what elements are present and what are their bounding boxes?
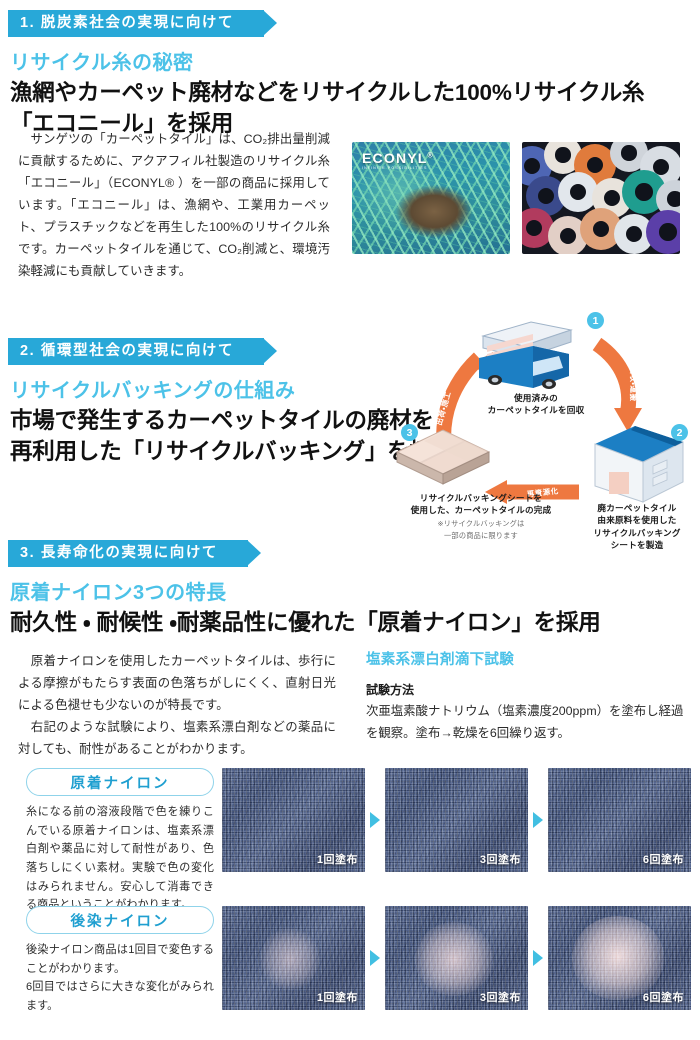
factory-icon (594, 426, 684, 503)
cycle-step-2-caption-line3: リサイクルバッキング (593, 527, 681, 538)
cycle-step-3-caption-line2: 使用した、カーペットタイルの完成 (410, 505, 552, 516)
carpet-sample: 6回塗布 (548, 768, 691, 872)
section-1-ribbon: 1. 脱炭素社会の実現に向けて (8, 10, 278, 38)
cycle-step-3-badge: 3 (401, 424, 418, 441)
cycle-step-1-badge: 1 (587, 312, 604, 329)
carpet-tiles-icon (395, 429, 491, 485)
svg-text:再資源化: 再資源化 (526, 486, 559, 498)
chevron-right-icon (370, 950, 380, 966)
piece-dyed-sample-group: 1回塗布 3回塗布 6回塗布 (222, 906, 691, 1010)
section-1-headline-line1: 漁網やカーペット廃材などをリサイクルした100%リサイクル糸 (10, 80, 645, 106)
cycle-step-2-caption-line2: 由来原料を使用した (597, 515, 677, 526)
section-3: 3. 長寿命化の実現に向けて 原着ナイロン3つの特長 耐久性 ・ 耐候性 ・耐薬… (8, 540, 692, 640)
bleach-test-method-label: 試験方法 (366, 683, 415, 697)
yarn-spools-photo (522, 142, 680, 254)
section-2-subheading: リサイクルバッキングの仕組み (10, 380, 296, 403)
section-2: 2. 循環型社会の実現に向けて リサイクルバッキングの仕組み 市場で発生するカー… (8, 338, 692, 469)
cycle-step-3-note-line1: ※リサイクルバッキングは (437, 518, 525, 528)
carpet-sample: 3回塗布 (385, 768, 528, 872)
section-3-ribbon: 3. 長寿命化の実現に向けて (8, 540, 262, 568)
svg-text:回収・運搬: 回収・運搬 (629, 366, 638, 401)
bleach-test-panel: 塩素系漂白剤滴下試験 試験方法 次亜塩素酸ナトリウム（塩素濃度200ppm）を塗… (366, 648, 688, 744)
carpet-sample: 1回塗布 (222, 906, 365, 1010)
cycle-step-2-caption-line1: 廃カーペットタイル (597, 503, 677, 513)
section-3-body-paragraph-2: 右記のような試験により、塩素系漂白剤などの薬品に対しても、耐性があることがわかり… (18, 720, 336, 757)
spool-icon (558, 172, 598, 212)
truck-icon (479, 321, 573, 389)
section-1-headline-line2: 「エコニール」を採用 (10, 110, 234, 136)
carpet-sample-label: 6回塗布 (642, 854, 684, 866)
cycle-step-1-caption-line2: カーペットタイルを回収 (487, 405, 585, 416)
econyl-wordmark: ECONYL (362, 150, 428, 166)
cycle-arrows-graphic: 回収・運搬 再資源化 出荷・施工 (395, 321, 684, 504)
cycle-step-2-badge: 2 (671, 424, 688, 441)
section-2-headline-line1: 市場で発生するカーペットタイルの廃材を (10, 408, 434, 434)
section-3-subheading: 原着ナイロン3つの特長 (10, 582, 227, 605)
cycle-step-2-caption-line4: シートを製造 (610, 540, 664, 551)
spool-icon (646, 210, 680, 254)
carpet-sample: 6回塗布 (548, 906, 691, 1010)
section-2-headline-line2: 再利用した「リサイクルバッキング」を採用 (10, 438, 455, 464)
carpet-sample: 1回塗布 (222, 768, 365, 872)
section-1-body: サンゲツの「カーペットタイル」は、CO₂排出量削減に貢献するために、アクアフィル… (18, 132, 330, 279)
bleach-stain (572, 916, 664, 1000)
econyl-turtle-photo: ECONYL® INFINITE POSSIBILITIES (352, 142, 510, 254)
econyl-tagline: INFINITE POSSIBILITIES (362, 166, 428, 170)
comparison-row-solution-dyed-text: 原着ナイロン 糸になる前の溶液段階で色を練りこんでいる原着ナイロンは、塩素系漂白… (8, 768, 220, 915)
section-1: 1. 脱炭素社会の実現に向けて リサイクル糸の秘密 漁網やカーペット廃材などをリ… (8, 10, 692, 141)
bleach-stain (260, 928, 320, 990)
carpet-sample-label: 1回塗布 (316, 854, 358, 866)
section-3-body: 原着ナイロンを使用したカーペットタイルは、歩行による摩擦がもたらす表面の色落ちが… (18, 650, 336, 760)
section-1-subheading: リサイクル糸の秘密 (10, 52, 194, 75)
piece-dyed-pill-label: 後染ナイロン (26, 906, 214, 934)
cycle-step-3-caption-line1: リサイクルバッキングシートを (419, 493, 543, 503)
carpet-sample: 3回塗布 (385, 906, 528, 1010)
section-1-photo-group: ECONYL® INFINITE POSSIBILITIES (352, 142, 680, 254)
solution-dyed-pill-label: 原着ナイロン (26, 768, 214, 796)
recycle-cycle-diagram: 回収・運搬 再資源化 出荷・施工 (383, 296, 693, 550)
piece-dyed-description: 後染ナイロン商品は1回目で変色することがわかります。 6回目ではさらに大きな変化… (26, 944, 214, 1012)
solution-dyed-sample-group: 1回塗布 3回塗布 6回塗布 (222, 768, 691, 872)
carpet-sample-label: 3回塗布 (479, 854, 521, 866)
section-3-body-paragraph-1: 原着ナイロンを使用したカーペットタイルは、歩行による摩擦がもたらす表面の色落ちが… (18, 654, 336, 713)
cycle-step-3-note-line2: 一部の商品に限ります (444, 530, 518, 540)
registered-trademark-icon: ® (427, 152, 434, 160)
carpet-sample-label: 1回塗布 (316, 992, 358, 1004)
carpet-sample-label: 3回塗布 (479, 992, 521, 1004)
section-3-headline: 耐久性 ・ 耐候性 ・耐薬品性に優れた「原着ナイロン」を採用 (10, 610, 601, 636)
comparison-row-solution-dyed: 原着ナイロン 糸になる前の溶液段階で色を練りこんでいる原着ナイロンは、塩素系漂白… (8, 768, 692, 915)
bleach-test-method-body: 次亜塩素酸ナトリウム（塩素濃度200ppm）を塗布し経過を観察。塗布→乾燥を6回… (366, 704, 684, 740)
section-2-ribbon: 2. 循環型社会の実現に向けて (8, 338, 278, 366)
chevron-right-icon (533, 950, 543, 966)
comparison-row-piece-dyed-text: 後染ナイロン 後染ナイロン商品は1回目で変色することがわかります。 6回目ではさ… (8, 906, 220, 1016)
chevron-right-icon (370, 812, 380, 828)
bleach-test-title: 塩素系漂白剤滴下試験 (366, 652, 514, 668)
cycle-step-3-caption: リサイクルバッキングシートを 使用した、カーペットタイルの完成 ※リサイクルバッ… (383, 492, 579, 541)
chevron-right-icon (533, 812, 543, 828)
carpet-sample-label: 6回塗布 (642, 992, 684, 1004)
solution-dyed-description: 糸になる前の溶液段階で色を練りこんでいる原着ナイロンは、塩素系漂白剤や薬品に対し… (26, 806, 214, 912)
bleach-stain (415, 922, 493, 996)
econyl-logo: ECONYL® INFINITE POSSIBILITIES (362, 151, 434, 171)
cycle-step-1-caption: 使用済みの カーペットタイルを回収 (471, 392, 601, 417)
cycle-step-1-caption-line1: 使用済みの (514, 393, 558, 403)
comparison-row-piece-dyed: 後染ナイロン 後染ナイロン商品は1回目で変色することがわかります。 6回目ではさ… (8, 906, 692, 1016)
spool-icon (580, 208, 622, 250)
cycle-step-2-caption: 廃カーペットタイル 由来原料を使用した リサイクルバッキング シートを製造 (581, 502, 693, 552)
